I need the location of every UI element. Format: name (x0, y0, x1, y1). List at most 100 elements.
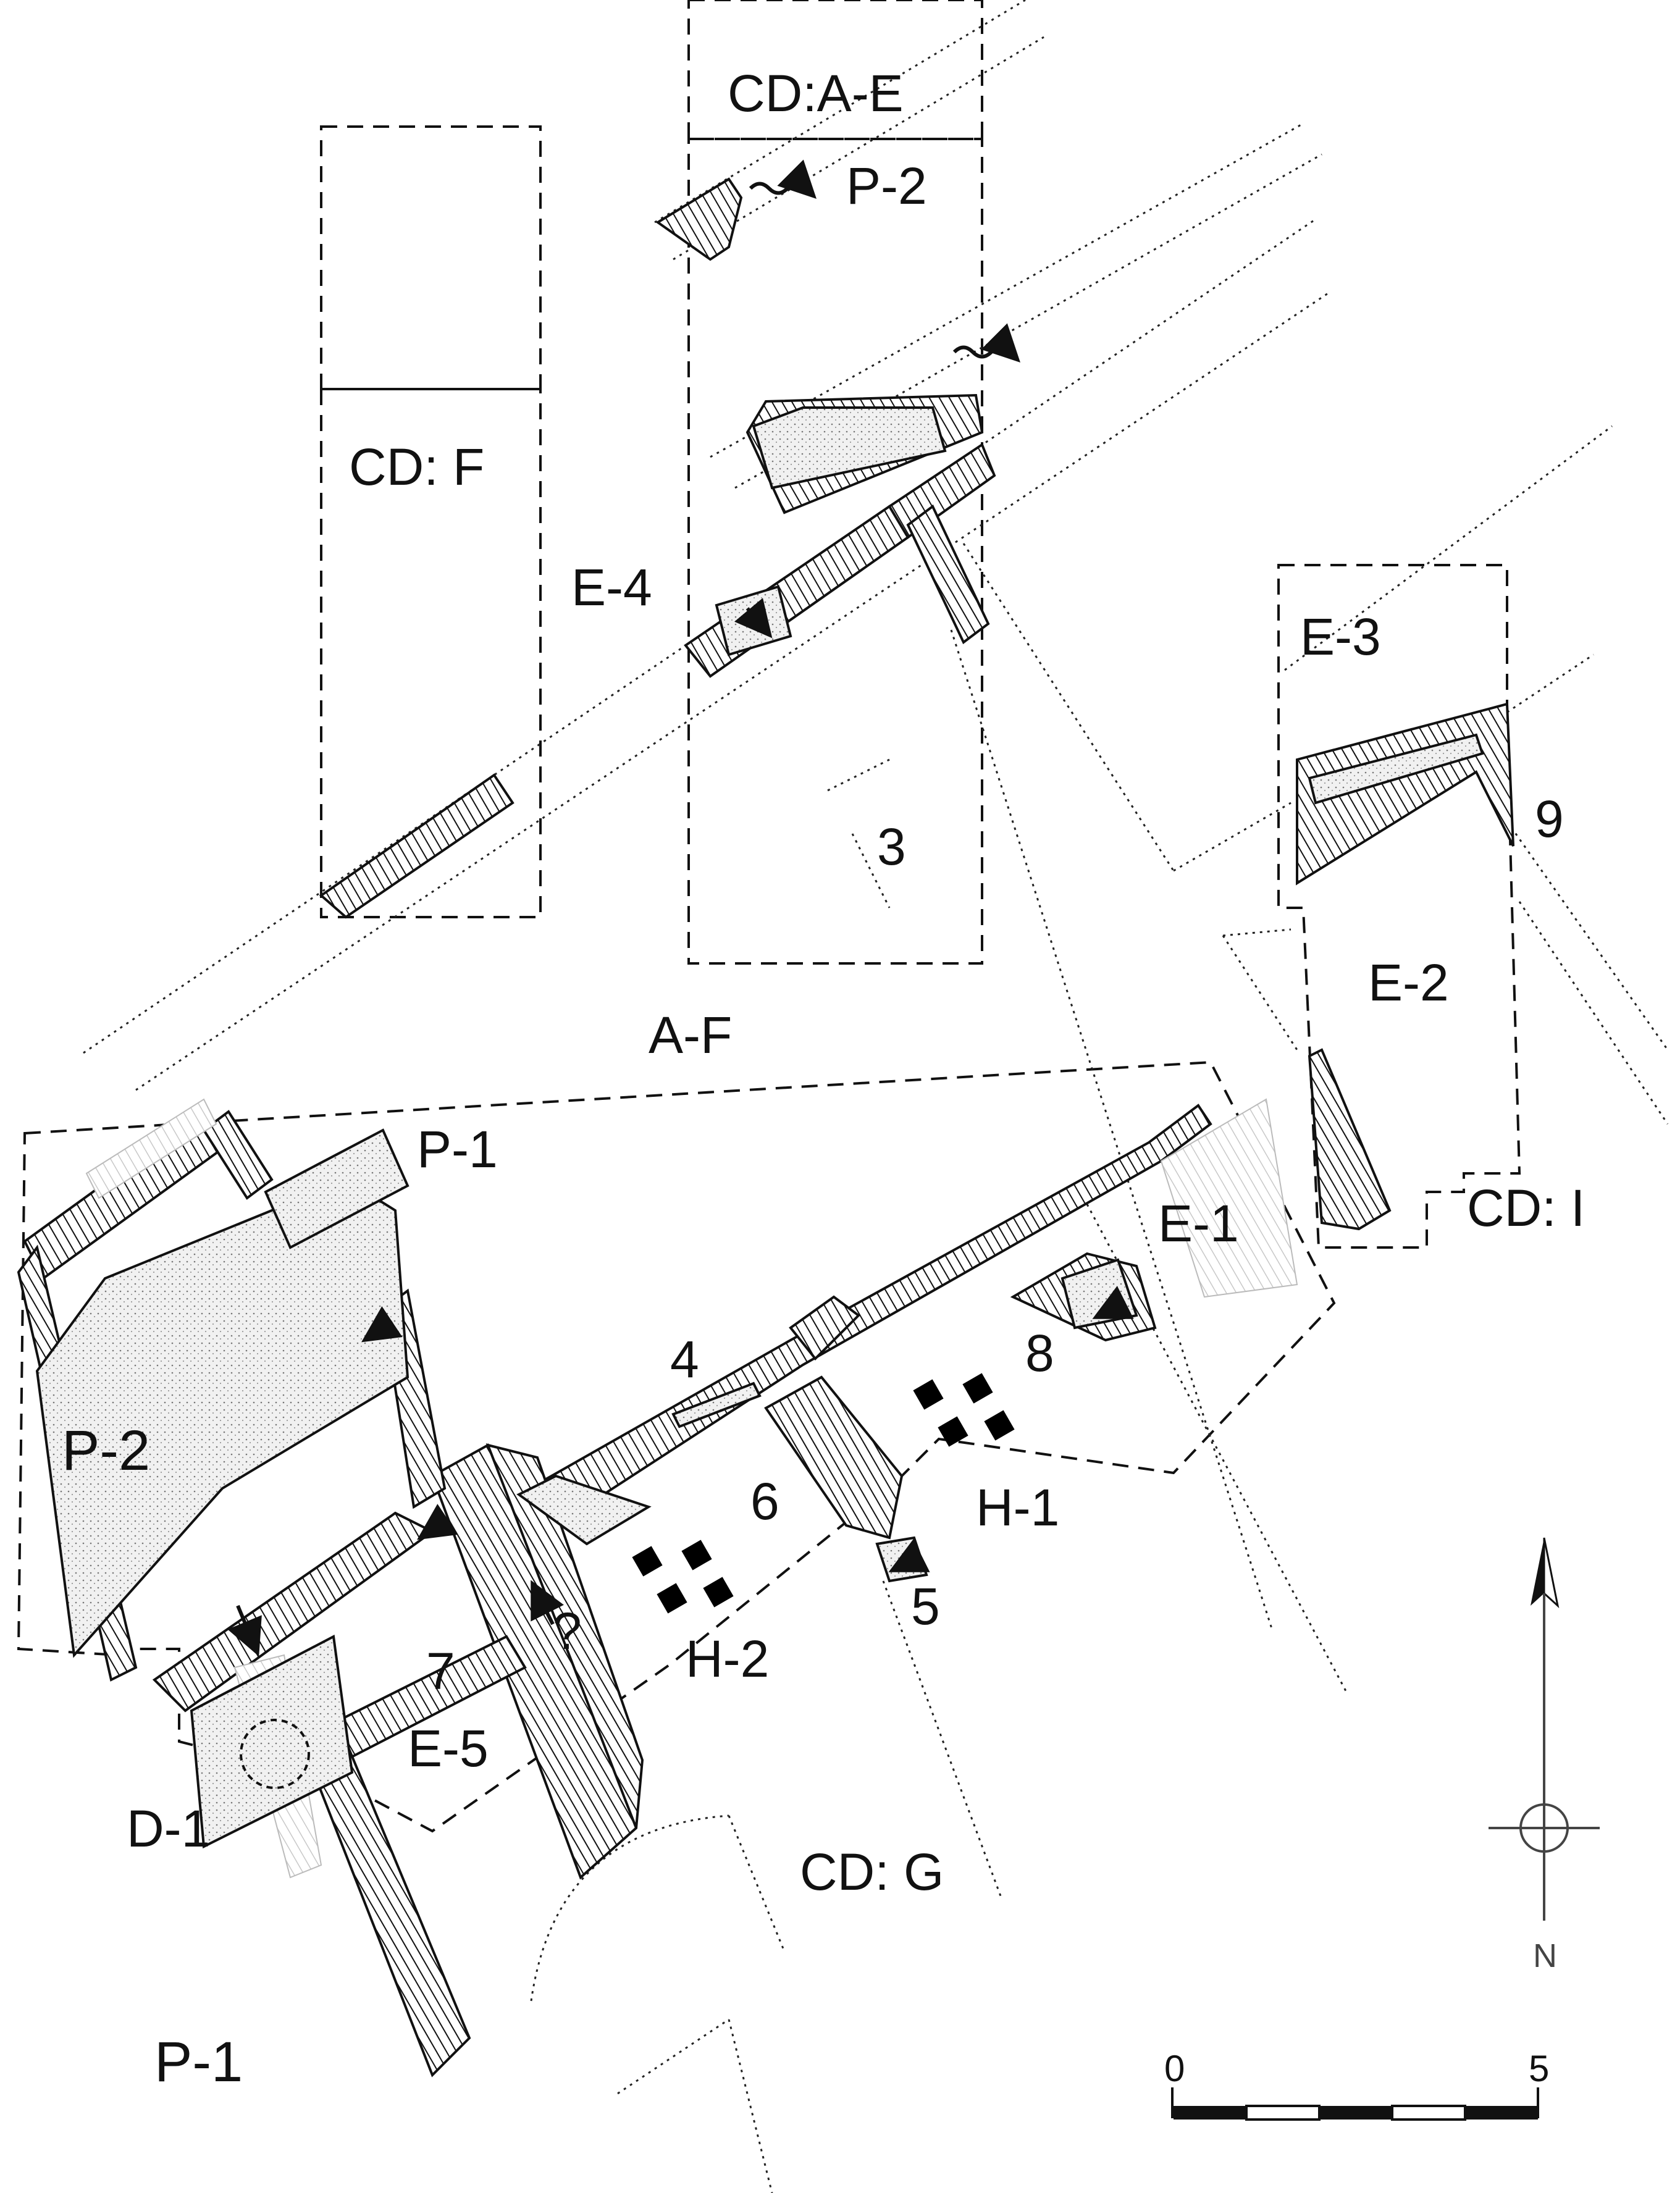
label-cd-ae: CD:A-E (728, 64, 904, 122)
wall-e4-west (319, 773, 514, 919)
drain-arrow (952, 323, 1020, 363)
label-e3: E-3 (1300, 608, 1381, 666)
drain-arrow (749, 159, 817, 199)
trench-line (1222, 935, 1298, 1050)
trench-line (728, 2019, 773, 2193)
threshold-4 (671, 1382, 762, 1428)
wall-7-face (485, 1443, 644, 1829)
label-8: 8 (1025, 1324, 1054, 1382)
label-9: 9 (1535, 790, 1564, 848)
area-cd-ae (687, 0, 983, 140)
direction-arrow (531, 1580, 564, 1625)
label-question: ? (553, 1602, 582, 1660)
label-e4: E-4 (571, 558, 652, 616)
trench-line (728, 1815, 786, 1952)
trench-line (617, 2018, 729, 2095)
post-hole (657, 1583, 687, 1614)
scale-segment (1245, 2105, 1321, 2121)
label-e1: E-1 (1158, 1194, 1239, 1252)
scale-label-start: 0 (1164, 2048, 1185, 2089)
area-lower-complex (17, 1060, 1336, 1833)
post-hole (913, 1379, 944, 1410)
scale-segment (1391, 2105, 1466, 2121)
area-af-trench (687, 138, 983, 965)
direction-arrow (734, 598, 773, 639)
label-e2: E-2 (1368, 954, 1449, 1012)
label-h1: H-1 (976, 1478, 1059, 1537)
wall-e4-east (888, 442, 996, 539)
label-p2-left: P-2 (62, 1419, 150, 1482)
direction-arrow (1092, 1286, 1134, 1319)
label-e5: E-5 (408, 1719, 489, 1777)
direction-arrow (227, 1604, 262, 1657)
label-cd-g: CD: G (800, 1843, 944, 1901)
p1-basin (264, 1128, 410, 1249)
post-hole (984, 1410, 1015, 1441)
trench-line (851, 833, 891, 908)
label-4: 4 (670, 1330, 699, 1388)
basin-circle (240, 1719, 310, 1789)
direction-arrow (361, 1306, 403, 1343)
label-p1-top: P-1 (417, 1120, 498, 1178)
e4-doorway (715, 585, 792, 656)
wall-p2-corner (202, 1110, 274, 1200)
excavation-areas (17, 0, 1521, 1833)
wall-e2-south (1308, 1048, 1392, 1231)
trench-line (962, 543, 1175, 871)
trench-line (1222, 928, 1292, 937)
scale-segment (1319, 2106, 1392, 2120)
direction-arrow (888, 1539, 930, 1572)
e5-threshold (516, 1474, 652, 1546)
post-hole (632, 1546, 663, 1577)
label-d1: D-1 (127, 1800, 210, 1858)
threshold-5 (875, 1536, 928, 1583)
post-hole (938, 1416, 968, 1447)
scale-bar: 0 5 (1164, 2048, 1549, 2121)
post-hole (703, 1577, 734, 1608)
north-arrow-head-dark (1531, 1538, 1544, 1606)
area-cd-f (320, 388, 542, 918)
wall-e4-centre (684, 505, 910, 678)
trench-line (1506, 821, 1669, 1050)
direction-arrow (417, 1504, 458, 1540)
label-7: 7 (426, 1642, 455, 1700)
trench-line (83, 218, 1316, 1054)
trench-line (1500, 653, 1594, 718)
scale-label-end: 5 (1529, 2048, 1549, 2089)
scale-segment (1174, 2106, 1246, 2120)
post-holes (632, 1373, 1015, 1614)
label-h2: H-2 (686, 1630, 769, 1688)
labels: CD:A-E P-2 CD: F E-4 E-3 9 3 E-2 A-F P-1… (62, 64, 1585, 2094)
north-arrow-head-light (1543, 1537, 1560, 1609)
label-p1-bottom: P-1 (154, 2031, 243, 2094)
wall-lower-diagonal (307, 1740, 471, 2078)
post-hole (962, 1373, 993, 1404)
area-cd-f-north (320, 125, 542, 390)
flow-arrows (227, 159, 1134, 1657)
north-letter: N (1533, 1937, 1557, 1974)
trench-line (135, 292, 1329, 1091)
trench-line (1086, 1204, 1348, 1693)
wall-p2-top (655, 177, 743, 261)
wall-e1-stub (789, 1295, 861, 1361)
trench-curve (530, 1814, 729, 2002)
north-arrow: N (1489, 1537, 1600, 1974)
trench-line (1284, 425, 1613, 671)
label-p2-top: P-2 (846, 157, 927, 215)
area-e3 (1277, 564, 1521, 1249)
wall-ghost (85, 1098, 217, 1199)
label-6: 6 (750, 1472, 779, 1530)
p2-trough (752, 406, 947, 490)
label-cd-i: CD: I (1467, 1179, 1585, 1237)
post-hole (681, 1540, 712, 1570)
label-af: A-F (649, 1006, 732, 1064)
label-3: 3 (877, 818, 906, 876)
trench-line (1173, 802, 1292, 872)
trench-line (827, 758, 890, 792)
e3-threshold (1308, 733, 1484, 805)
label-5: 5 (911, 1577, 940, 1635)
trench-line (673, 36, 1044, 261)
trench-line (950, 629, 1274, 1631)
